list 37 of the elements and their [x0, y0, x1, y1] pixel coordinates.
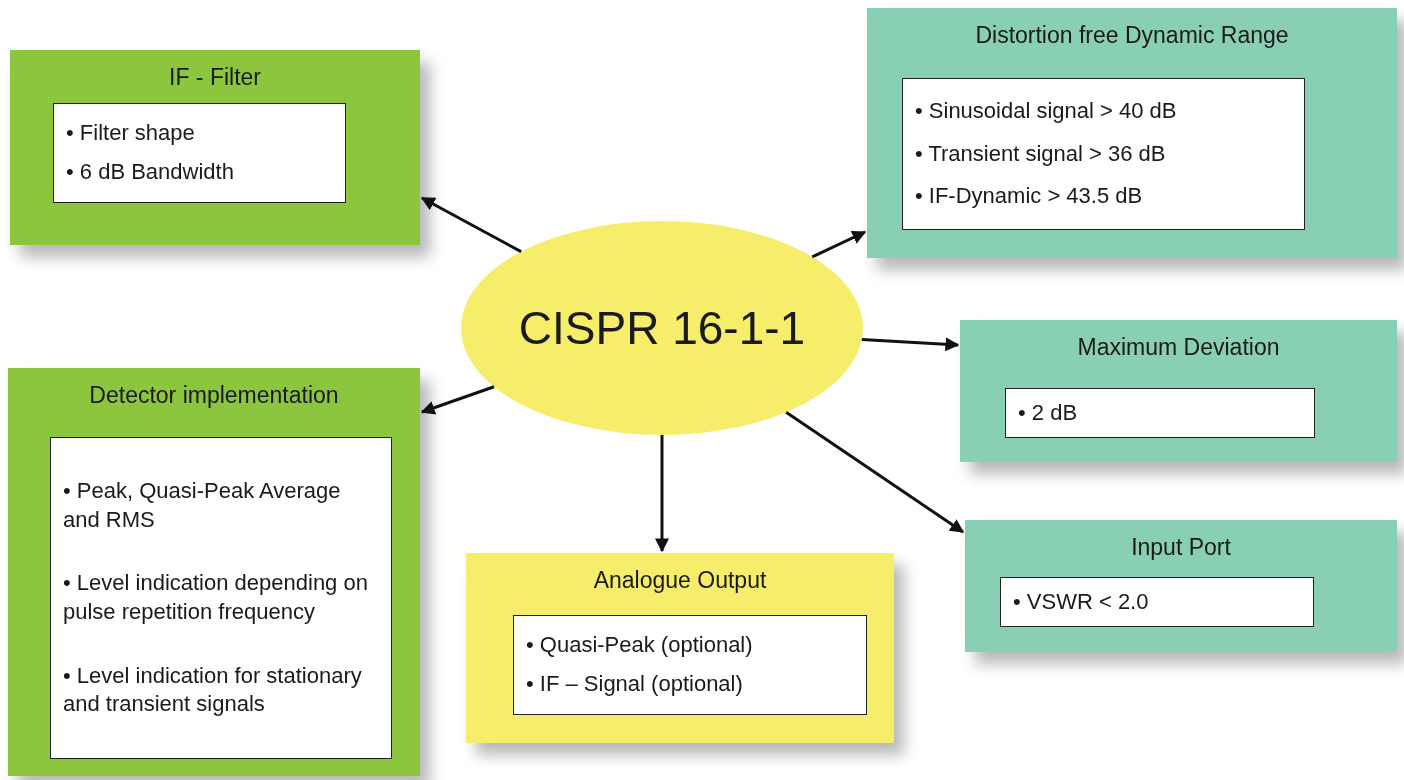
arrow	[655, 435, 669, 553]
box-heading: Detector implementation	[88, 382, 340, 409]
arrow	[785, 410, 965, 534]
arrow	[420, 385, 495, 415]
category-panel	[10, 50, 420, 245]
bullet-text: • Peak, Quasi-Peak Average and RMS	[63, 477, 342, 534]
bullet-list-box	[53, 103, 346, 203]
box-heading: IF - Filter	[168, 64, 262, 91]
category-panel	[466, 553, 894, 743]
box-heading: Distortion free Dynamic Range	[974, 22, 1290, 49]
bullet-text: • Level indication for stationary and transient signals	[63, 661, 363, 719]
bullet-text: • IF-Dynamic > 43.5 dB	[915, 182, 1144, 211]
bullet-text: • Sinusoidal signal > 40 dB	[915, 97, 1178, 126]
arrow	[420, 196, 522, 253]
bullet-list-box	[1000, 577, 1314, 627]
bullet-text: • 2 dB	[1018, 399, 1079, 427]
bullet-text: • IF – Signal (optional)	[526, 670, 744, 699]
arrow	[811, 230, 867, 259]
category-panel	[8, 368, 420, 776]
box-heading: Maximum Deviation	[1076, 334, 1281, 361]
bullet-list-box	[50, 437, 392, 759]
bullet-text: • Quasi-Peak (optional)	[526, 630, 754, 659]
category-panel	[960, 320, 1397, 462]
bullet-text: • Transient signal > 36 dB	[915, 139, 1167, 168]
category-panel	[965, 520, 1397, 652]
ellipse-label: CISPR 16-1-1	[518, 301, 806, 355]
bullet-text: • Level indication depending on pulse repetition frequency	[63, 569, 369, 626]
bullet-list-box	[902, 78, 1305, 230]
bullet-text: • Filter shape	[66, 118, 196, 147]
bullet-text: • 6 dB Bandwidth	[66, 158, 235, 187]
bullet-list-box	[513, 615, 867, 715]
bullet-text: • VSWR < 2.0	[1013, 588, 1150, 616]
box-heading: Analogue Output	[592, 567, 768, 594]
arrow	[861, 337, 960, 352]
category-panel	[867, 8, 1397, 258]
bullet-list-box	[1005, 388, 1315, 438]
box-heading: Input Port	[1130, 534, 1232, 561]
